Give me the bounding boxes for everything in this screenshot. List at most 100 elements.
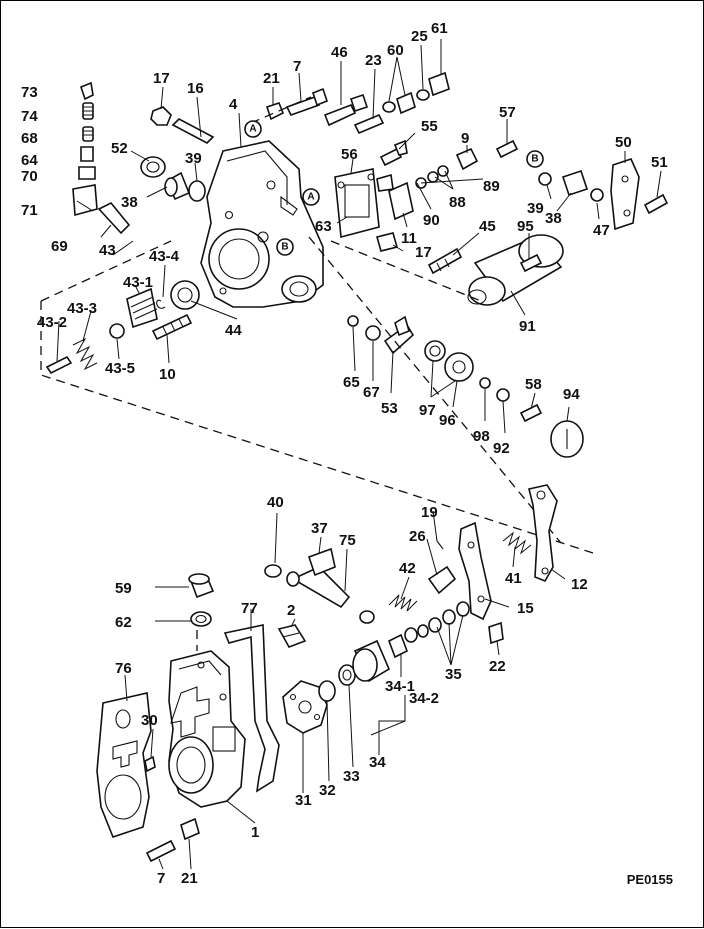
callout: 96 <box>439 412 456 429</box>
callout: 90 <box>423 212 440 229</box>
callout: 43-4 <box>149 248 180 265</box>
callout: 34-2 <box>409 690 439 707</box>
plug-43-1 <box>126 287 158 329</box>
leader-lines-lower <box>124 510 566 870</box>
cap-94 <box>550 420 584 458</box>
callout: 43-5 <box>105 360 135 377</box>
callout: 38 <box>545 210 562 227</box>
callout: 51 <box>651 154 668 171</box>
washer-47 <box>590 188 604 202</box>
governor-housing <box>200 140 324 308</box>
callout: 44 <box>225 322 242 339</box>
callout: 32 <box>319 782 336 799</box>
callout: 91 <box>519 318 536 335</box>
shaft-11 <box>388 181 414 221</box>
stop-lever-parts <box>72 81 131 235</box>
callout: 88 <box>449 194 466 211</box>
lever-shaft-37 <box>286 547 351 609</box>
callout: 41 <box>505 570 522 587</box>
callout: 11 <box>401 230 417 247</box>
callout: 68 <box>21 130 38 147</box>
bolt-7-lower <box>145 839 177 863</box>
callout: 70 <box>21 168 38 185</box>
washers-88-89-90 <box>415 165 449 189</box>
bolt-59 <box>188 573 215 599</box>
callout: 63 <box>315 218 332 235</box>
collar-52 <box>140 156 166 178</box>
callout: 12 <box>571 576 588 593</box>
leader-lines-upper <box>56 39 662 434</box>
svg-text:A: A <box>249 124 256 135</box>
callout: 17 <box>153 70 170 87</box>
callout: 42 <box>399 560 416 577</box>
pump-body-1 <box>168 650 246 808</box>
ring-39-left <box>188 180 206 202</box>
callout: 53 <box>381 400 398 417</box>
cam-plate-31 <box>282 680 328 734</box>
bolt-57 <box>495 139 519 159</box>
callout: 97 <box>419 402 436 419</box>
callout: 10 <box>159 366 176 383</box>
sleeve-38-right <box>561 169 589 197</box>
nut-21-upper <box>265 102 285 121</box>
callout: 34 <box>369 754 386 771</box>
pin-19 <box>436 540 444 550</box>
pin-16 <box>171 118 215 144</box>
reference-mark-b2: B <box>526 150 544 168</box>
callout: 37 <box>311 520 328 537</box>
washer-67 <box>365 325 381 341</box>
callout: 33 <box>343 768 360 785</box>
washers-60-25-61 <box>382 71 450 115</box>
reference-mark-b1: B <box>276 238 294 256</box>
callout: 34-1 <box>385 678 415 695</box>
callout: 38 <box>121 194 138 211</box>
callout: 50 <box>615 134 632 151</box>
callout: 69 <box>51 238 68 255</box>
callout: 43-2 <box>37 314 67 331</box>
callout: 17 <box>415 244 432 261</box>
callout: 43-3 <box>67 300 97 317</box>
bolt-7-upper <box>285 87 328 116</box>
callout: 57 <box>499 104 516 121</box>
ring-62 <box>190 611 212 627</box>
callout: 35 <box>445 666 462 683</box>
callout: 59 <box>115 580 132 597</box>
callout: 7 <box>157 870 165 887</box>
callout: 15 <box>517 600 534 617</box>
ring-75 <box>359 610 375 624</box>
callout: 64 <box>21 152 38 169</box>
callout: 7 <box>293 58 301 75</box>
drawing-code: PE0155 <box>626 872 673 887</box>
lever-53 <box>383 315 415 355</box>
ring-40 <box>264 564 282 578</box>
lever-15 <box>458 521 492 621</box>
sleeve-34 <box>352 639 391 683</box>
callout: 23 <box>365 52 382 69</box>
lever-12 <box>528 484 558 583</box>
bracket-50 <box>610 158 640 231</box>
callout: 39 <box>185 150 202 167</box>
callout: 4 <box>229 96 238 113</box>
washer-32 <box>318 680 336 702</box>
svg-text:B: B <box>531 154 538 165</box>
callout: 22 <box>489 658 506 675</box>
collar-44 <box>170 280 200 310</box>
callout: 39 <box>527 200 544 217</box>
callout: 73 <box>21 84 38 101</box>
washer-43-5 <box>109 323 125 339</box>
bolt-23 <box>353 113 385 135</box>
ring-65 <box>347 315 359 327</box>
bolt-46 <box>323 93 369 127</box>
pipe-77 <box>223 624 280 793</box>
clip-2 <box>277 624 307 648</box>
solenoid-91 <box>467 234 564 306</box>
ring-92 <box>496 388 510 402</box>
callout: 1 <box>251 824 259 841</box>
callout: 21 <box>181 870 198 887</box>
callout: 30 <box>141 712 158 729</box>
callout-numbers: 73 74 68 64 70 71 69 17 16 4 21 7 46 23 … <box>21 20 668 887</box>
cover-plate-56 <box>334 168 394 239</box>
plug-17-lower <box>376 232 398 252</box>
bolt-10 <box>151 313 193 341</box>
callout: 71 <box>21 202 38 219</box>
